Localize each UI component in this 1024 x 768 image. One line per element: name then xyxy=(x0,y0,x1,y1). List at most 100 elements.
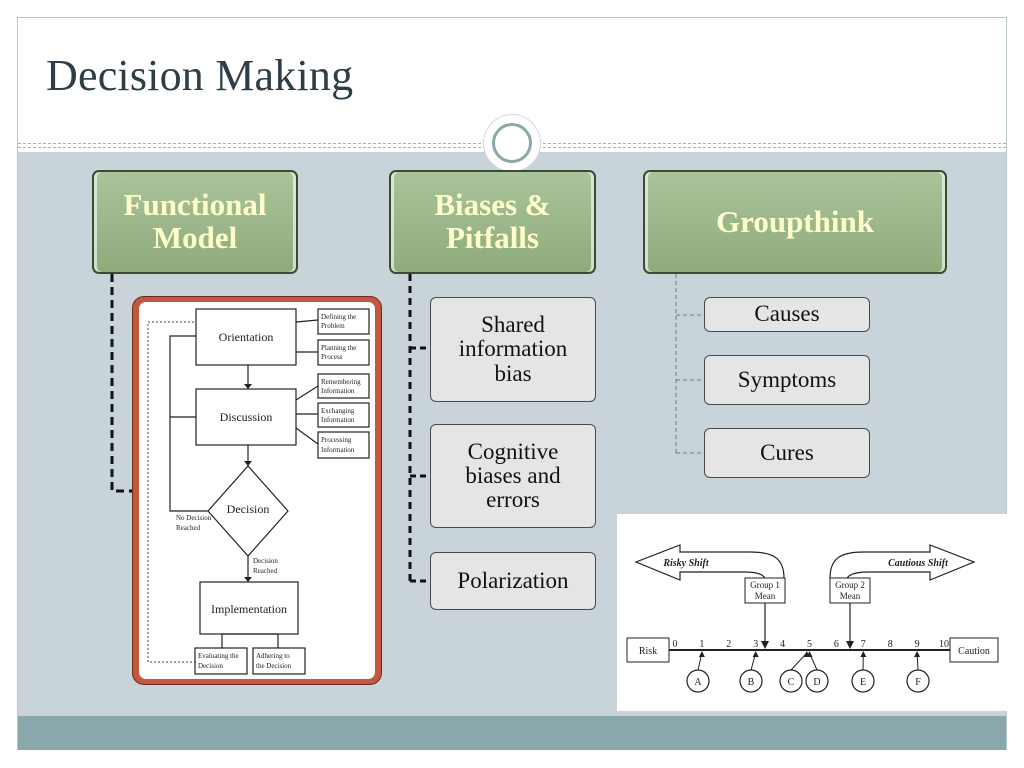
flow-arrowhead xyxy=(244,461,252,466)
member-pointer-head xyxy=(806,651,813,657)
flow-label-orientation: Orientation xyxy=(219,330,274,344)
scale-tick-label: 2 xyxy=(726,639,731,650)
flow-label-decision: Decision xyxy=(227,502,270,516)
risky-shift-arrow xyxy=(634,544,785,583)
groupthink-item-label: Symptoms xyxy=(737,366,837,392)
flow-label-discussion: Discussion xyxy=(220,410,273,424)
cautious-shift-label: Cautious Shift xyxy=(888,558,949,569)
bias-item-polarization: Polarization xyxy=(430,552,596,610)
flow-bottom-label: Adhering to xyxy=(256,652,290,660)
group1-mean-box xyxy=(744,577,786,604)
flow-bottom-box xyxy=(194,647,248,675)
flow-arrowhead xyxy=(244,384,252,389)
flow-side-label: Planning the xyxy=(321,344,356,352)
bias-item-label: Cognitive biases and errors xyxy=(465,438,561,513)
scale-ticks: 0 1 2 3 4 5 6 7 8 9 10 xyxy=(673,639,950,650)
flow-side-label: Process xyxy=(321,353,343,361)
scale-tick-label: 1 xyxy=(699,639,704,650)
flow-side-box xyxy=(317,308,370,335)
member-pointer-head xyxy=(860,651,867,657)
functional-model-label: Functional Model xyxy=(123,187,267,255)
scale-tick-label: 0 xyxy=(673,639,678,650)
functional-connector xyxy=(110,274,132,493)
bias-item-label: Shared information bias xyxy=(458,312,568,386)
scale-tick-label: 5 xyxy=(807,639,812,650)
flow-side-box xyxy=(317,402,370,428)
flow-bottom-label: Decision xyxy=(198,662,223,670)
flow-side-label: Defining the xyxy=(321,313,356,321)
member-pointer-head xyxy=(698,651,705,657)
groupthink-item-symptoms: Symptoms xyxy=(704,355,870,405)
scale-tick-label: 4 xyxy=(780,639,785,650)
group1-mean-label-2: Mean xyxy=(755,591,776,601)
cautious-shift-arrow xyxy=(829,544,976,583)
flow-side-label: Information xyxy=(321,387,355,395)
member-circle xyxy=(851,669,875,693)
member-pointer-head xyxy=(914,651,921,657)
group2-mean-label: Group 2 xyxy=(835,580,865,590)
flow-label-implementation: Implementation xyxy=(211,602,287,616)
biases-header: Biases & Pitfalls xyxy=(389,170,596,274)
bias-item-label: Polarization xyxy=(457,567,569,593)
groupthink-item-cures: Cures xyxy=(704,428,870,478)
risky-shift-label: Risky Shift xyxy=(662,558,710,569)
group2-mean-box xyxy=(829,577,871,604)
scale-tick-label: 6 xyxy=(834,639,839,650)
flow-arrowhead xyxy=(244,577,252,582)
bias-item-cognitive: Cognitive biases and errors xyxy=(430,424,596,528)
ring-ornament xyxy=(483,114,541,172)
flow-link-dotted xyxy=(147,321,196,663)
flow-link xyxy=(221,633,279,648)
flow-bottom-box xyxy=(252,647,306,675)
flow-link xyxy=(295,319,319,353)
flow-link xyxy=(295,385,319,445)
flow-side-box xyxy=(317,431,370,459)
flow-side-label: Processing xyxy=(321,436,352,444)
ring-ornament-inner xyxy=(492,123,532,163)
groupthink-item-label: Causes xyxy=(754,301,820,327)
flow-box-orientation xyxy=(195,308,297,366)
member-circle xyxy=(805,669,829,693)
flow-label-decision-reached: Decision xyxy=(253,557,278,565)
flow-label-decision-reached-2: Reached xyxy=(253,567,278,575)
member-label: F xyxy=(915,677,921,688)
member-circle xyxy=(739,669,763,693)
flow-side-label: Problem xyxy=(321,322,345,330)
member-label: C xyxy=(788,677,795,688)
risk-label: Risk xyxy=(639,646,657,657)
group2-mean-label-2: Mean xyxy=(840,591,861,601)
flow-side-label: Information xyxy=(321,416,355,424)
flow-bottom-label: the Decision xyxy=(256,662,292,670)
scale-tick-label: 8 xyxy=(888,639,893,650)
member-label: E xyxy=(860,677,866,688)
flow-side-label: Remembering xyxy=(321,378,361,386)
scale-tick-label: 10 xyxy=(939,639,949,650)
flow-label-no-decision-2: Reached xyxy=(176,524,201,532)
flow-side-label: Exchanging xyxy=(321,407,355,415)
bottom-bar xyxy=(18,716,1006,750)
flow-side-label: Information xyxy=(321,446,355,454)
flow-label-no-decision: No Decision xyxy=(176,514,212,522)
member-pointer xyxy=(790,652,808,671)
groupthink-item-causes: Causes xyxy=(704,297,870,332)
biases-label: Biases & Pitfalls xyxy=(434,187,551,255)
flow-link-loop xyxy=(169,335,208,512)
caution-label: Caution xyxy=(958,646,990,657)
scale-tick-label: 9 xyxy=(915,639,920,650)
groupthink-label: Groupthink xyxy=(716,203,874,239)
member-circle xyxy=(906,669,930,693)
bias-item-shared-information: Shared information bias xyxy=(430,297,596,402)
member-label: B xyxy=(748,677,755,688)
scale-tick-label: 7 xyxy=(861,639,866,650)
flow-bottom-label: Evaluating the xyxy=(198,652,239,660)
member-circle xyxy=(779,669,803,693)
member-pointer-head xyxy=(752,651,759,657)
groupthink-header: Groupthink xyxy=(643,170,947,274)
scale-tick-label: 3 xyxy=(753,639,758,650)
member-circle xyxy=(686,669,710,693)
